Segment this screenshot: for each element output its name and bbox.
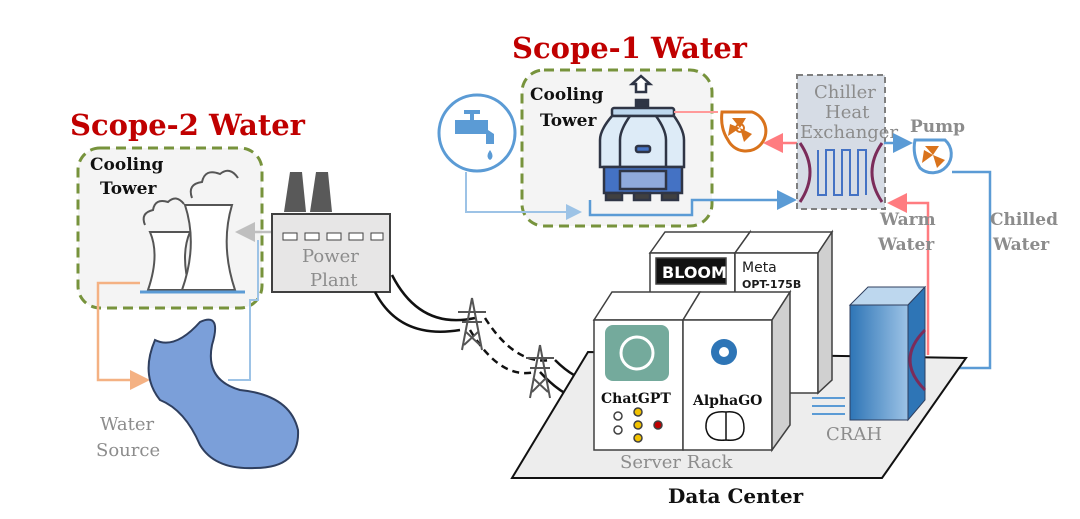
warm-water-label: Warm	[879, 210, 936, 230]
scope1-cooling-tower-label-2: Tower	[540, 111, 597, 131]
pump-label: Pump	[910, 117, 965, 137]
power-lines	[373, 274, 601, 404]
chiller-coil-left	[798, 142, 812, 203]
meta-logo: Meta	[742, 260, 777, 276]
scope2-title: Scope-2 Water	[70, 108, 306, 142]
chiller-label: Chiller	[814, 82, 876, 103]
server-rack-alphago: AlphaGO	[681, 289, 792, 453]
scope2-cooling-tower-label-2: Tower	[100, 179, 157, 199]
water-source-label: Water	[100, 414, 155, 435]
tower-return-pipe	[228, 240, 259, 381]
warm-water-label-2: Water	[877, 235, 935, 255]
cooling-tower-chimneys-icon	[140, 169, 245, 294]
chiller-label-2: Heat	[825, 102, 870, 123]
brain-icon	[705, 411, 745, 441]
server-rack-label: Server Rack	[620, 452, 734, 473]
scope1-cooling-tower-label: Cooling	[530, 85, 603, 105]
chiller-coil-right	[870, 142, 884, 203]
alphago-label: AlphaGO	[692, 393, 762, 409]
chiller-label-3: Exchanger	[800, 122, 898, 143]
neural-network-icon	[613, 407, 663, 443]
tap-to-tower-pipe	[465, 172, 582, 220]
server-rack-chatgpt: ChatGPT	[592, 291, 702, 451]
chiller-coil	[817, 149, 867, 196]
cooling-fan-icon	[720, 110, 768, 153]
power-plant-label: Power	[302, 246, 359, 267]
chilled-water-label: Chilled	[990, 210, 1058, 230]
power-plant-label-2: Plant	[310, 270, 358, 291]
power-plant-icon	[271, 172, 391, 293]
cooling-tower-icon	[598, 74, 686, 202]
chilled-water-pipe	[920, 170, 992, 378]
transmission-tower-icon	[458, 297, 486, 351]
data-center-label: Data Center	[668, 484, 804, 508]
water-tap-icon	[437, 93, 517, 173]
crah-unit	[848, 285, 927, 422]
pump-icon	[912, 138, 953, 175]
water-source-lake	[147, 318, 300, 470]
transmission-tower-icon-2	[526, 344, 554, 399]
opt-label: OPT-175B	[742, 278, 801, 291]
warm-water-pipe	[887, 193, 930, 355]
tower-to-chiller-pipe	[588, 190, 797, 217]
water-source-label-2: Source	[96, 440, 160, 461]
bloom-logo: BLOOM	[662, 263, 727, 282]
scope2-cooling-tower-label: Cooling	[90, 155, 163, 175]
airflow-arrows-icon	[812, 397, 845, 415]
crah-label: CRAH	[826, 424, 882, 445]
source-to-tower-pipe	[96, 281, 150, 390]
chatgpt-label: ChatGPT	[601, 391, 671, 407]
openai-logo-icon	[619, 335, 655, 371]
scope1-title: Scope-1 Water	[512, 31, 748, 65]
chilled-water-label-2: Water	[992, 235, 1050, 255]
